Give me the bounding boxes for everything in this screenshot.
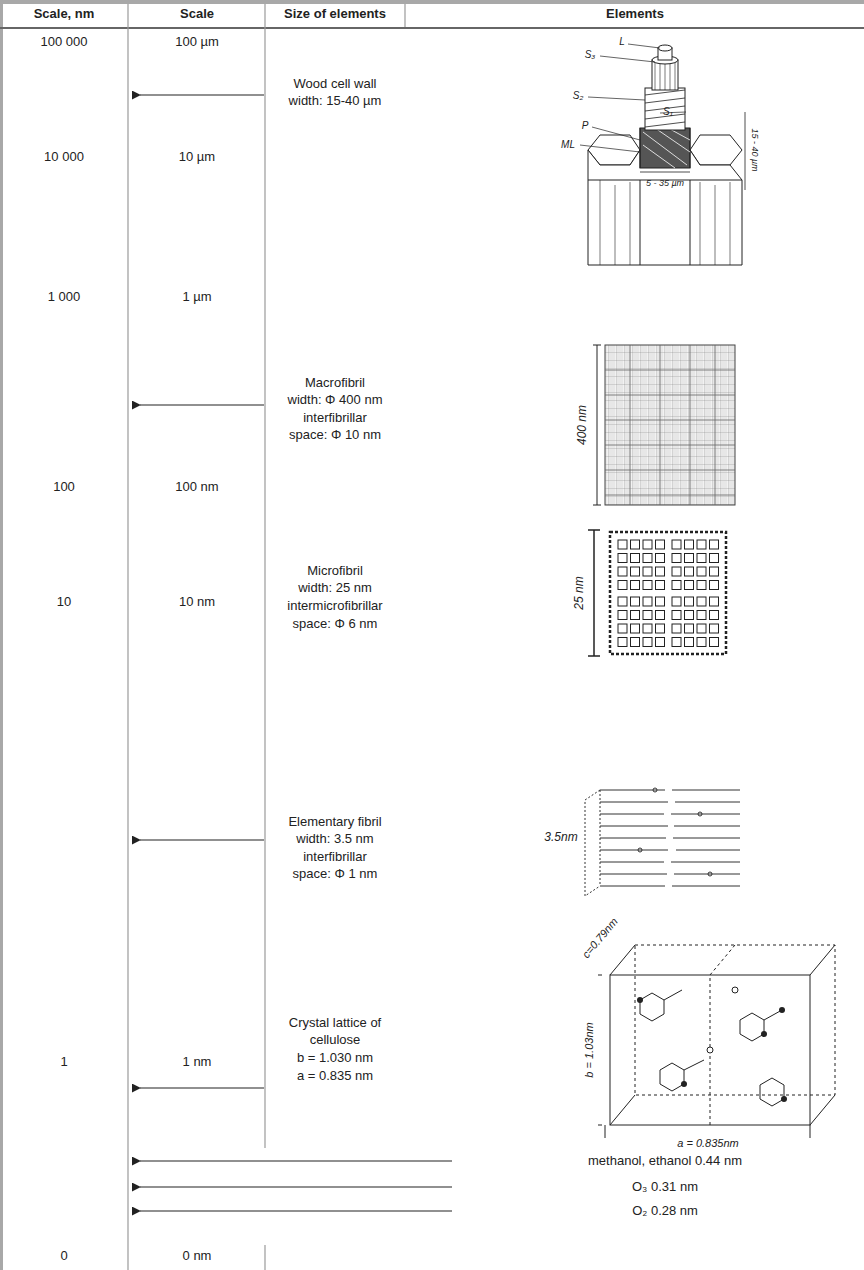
part-name: L	[619, 36, 625, 48]
scale-nm: 10	[57, 595, 71, 610]
header-cell: Scale, nm	[34, 7, 95, 22]
dimension: 400 nm	[576, 405, 590, 445]
dimension: 3.5nm	[544, 831, 577, 845]
scale-value: 100 µm	[175, 35, 219, 50]
size-text: Wood cell wall	[294, 77, 377, 92]
scale-nm: 1 000	[48, 290, 81, 305]
size-text: width: 15-40 µm	[289, 94, 382, 109]
size-text: cellulose	[310, 1033, 361, 1048]
scale-nm: 0	[60, 1249, 67, 1264]
dimension: 15 - 40 µm	[750, 128, 760, 171]
size-text: width: Φ 400 nm	[288, 393, 383, 408]
scale-value: 1 nm	[183, 1055, 212, 1070]
scale-nm: 100	[53, 480, 75, 495]
header-cell: Elements	[606, 7, 664, 22]
size-text: b = 1.030 nm	[297, 1051, 373, 1066]
molecule-size: O₂ 0.28 nm	[632, 1204, 698, 1219]
header-cell: Size of elements	[284, 7, 386, 22]
dimension: 5 - 35 µm	[646, 178, 684, 188]
scale-value: 1 µm	[182, 290, 211, 305]
scale-nm: 10 000	[44, 150, 84, 165]
scale-value: 10 µm	[179, 150, 215, 165]
size-text: space: Φ 6 nm	[293, 617, 378, 632]
size-text: Macrofibril	[305, 376, 365, 391]
size-text: Elementary fibril	[288, 815, 381, 830]
size-text: interfibrillar	[303, 850, 367, 865]
scale-value: 0 nm	[183, 1249, 212, 1264]
part-name: S₁	[663, 106, 673, 118]
dimension: a = 0.835nm	[677, 1137, 738, 1150]
size-text: space: Φ 1 nm	[293, 867, 378, 882]
scale-value: 100 nm	[175, 480, 218, 495]
size-text: width: 3.5 nm	[296, 832, 373, 847]
part-name: S₃	[585, 49, 596, 61]
dimension: b = 1.03nm	[583, 1022, 596, 1077]
header-cell: Scale	[180, 7, 214, 22]
part-name: S₂	[573, 90, 583, 102]
size-text: Microfibril	[307, 564, 363, 579]
size-text: interfibrillar	[303, 411, 367, 426]
size-text: a = 0.835 nm	[297, 1069, 373, 1084]
scale-nm: 100 000	[41, 35, 88, 50]
size-text: intermicrofibrillar	[287, 599, 382, 614]
size-text: Crystal lattice of	[289, 1016, 381, 1031]
molecule-size: O₃ 0.31 nm	[632, 1180, 698, 1195]
size-text: space: Φ 10 nm	[289, 428, 381, 443]
part-name: ML	[561, 139, 575, 151]
dimension: c=0.79nm	[580, 915, 621, 960]
size-text: width: 25 nm	[298, 581, 372, 596]
dimension: 25 nm	[573, 576, 587, 609]
scale-nm: 1	[60, 1055, 67, 1070]
molecule-size: methanol, ethanol 0.44 nm	[588, 1154, 742, 1169]
part-name: P	[582, 120, 589, 132]
scale-value: 10 nm	[179, 595, 215, 610]
